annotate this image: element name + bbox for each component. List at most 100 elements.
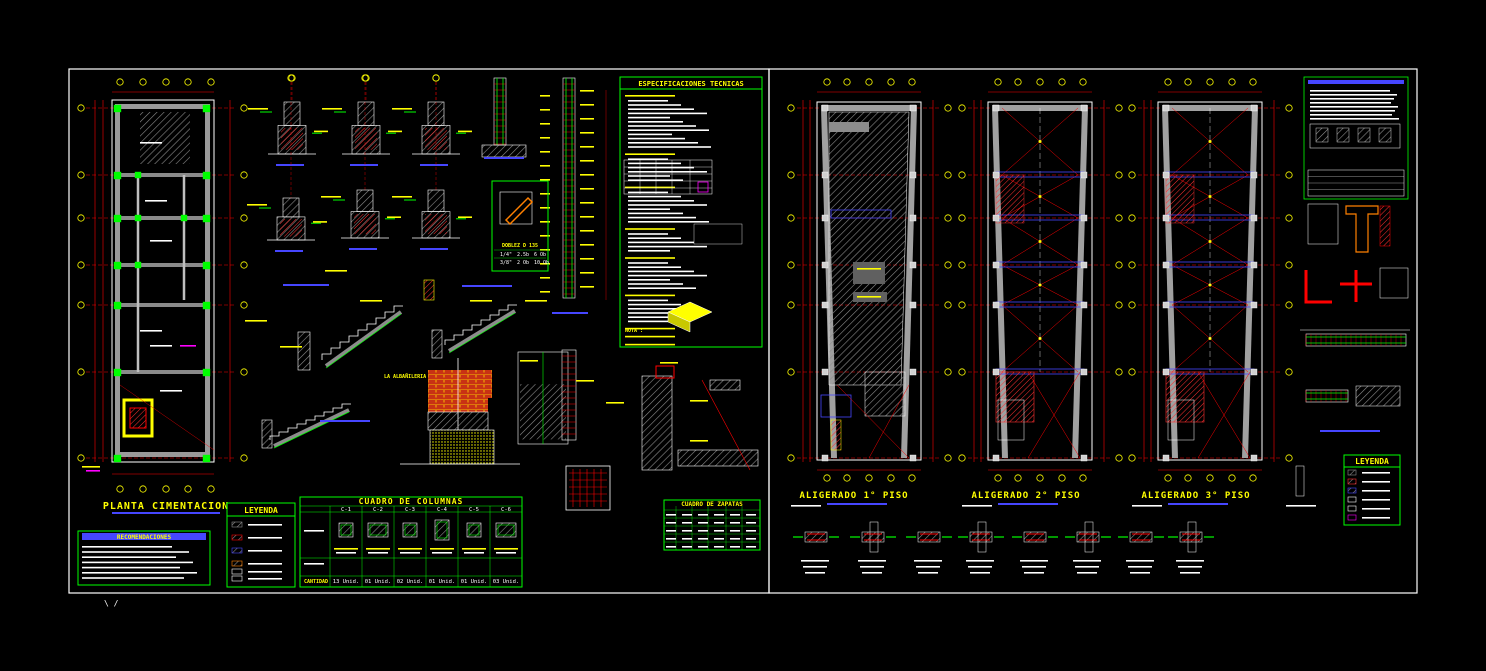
grid-bubble-right bbox=[944, 214, 952, 222]
beam-web bbox=[869, 521, 879, 553]
text-block bbox=[540, 207, 550, 209]
grid-bubble-right bbox=[1115, 214, 1123, 222]
column-spec bbox=[432, 552, 452, 554]
spec-line bbox=[628, 241, 694, 244]
grid-bubble-right bbox=[1115, 261, 1123, 269]
spec-line bbox=[628, 204, 707, 206]
stair-section-3 bbox=[269, 403, 351, 440]
beam-section bbox=[917, 531, 941, 543]
text-block bbox=[962, 505, 992, 507]
spec-line bbox=[628, 125, 696, 127]
column bbox=[821, 214, 829, 222]
text-block bbox=[86, 470, 100, 472]
column-spec bbox=[494, 548, 518, 550]
column bbox=[1162, 454, 1170, 462]
panel-table bbox=[1307, 203, 1339, 245]
text-block bbox=[576, 380, 594, 382]
beam-label bbox=[858, 560, 886, 562]
text-block bbox=[82, 466, 100, 468]
beam-label bbox=[801, 560, 829, 562]
column bbox=[1250, 171, 1258, 179]
text-block bbox=[360, 300, 382, 302]
grid-bubble-right bbox=[944, 454, 952, 462]
grid-bubble-left bbox=[787, 261, 795, 269]
legend-swatch bbox=[231, 560, 243, 567]
rebar-zone bbox=[354, 214, 376, 235]
text-block bbox=[160, 390, 182, 392]
grid-bubble-bottom bbox=[1014, 474, 1022, 482]
detail-panel bbox=[1303, 76, 1409, 200]
footing-base bbox=[481, 144, 527, 158]
grid-bubble-right bbox=[944, 368, 952, 376]
grid-bubble-left bbox=[787, 301, 795, 309]
text-block bbox=[580, 216, 594, 218]
block bbox=[1378, 127, 1392, 143]
stair-hatch bbox=[1165, 371, 1205, 423]
grid-bubble-bottom bbox=[843, 474, 851, 482]
slab-hatch bbox=[828, 111, 910, 386]
beam-section bbox=[1179, 531, 1203, 543]
column bbox=[821, 301, 829, 309]
perimeter-beam bbox=[821, 105, 917, 111]
legend-left: LEYENDA bbox=[226, 502, 296, 588]
columns-table-title: CUADRO DE COLUMNAS bbox=[359, 497, 464, 506]
footing-cell bbox=[666, 522, 676, 524]
masonry-label: LA ALBAÑILERIA bbox=[384, 373, 426, 380]
column bbox=[1162, 368, 1170, 376]
grid-bubble-top bbox=[162, 78, 170, 86]
footing-cell bbox=[714, 530, 724, 532]
legend-swatch bbox=[1347, 514, 1357, 521]
text-block bbox=[690, 440, 708, 442]
grid-bubble-bottom bbox=[207, 485, 215, 493]
spec-heading bbox=[625, 327, 675, 330]
column bbox=[1162, 214, 1170, 222]
detail-title-bar bbox=[420, 164, 448, 166]
recommendation-line bbox=[82, 577, 184, 579]
stair-rebar bbox=[273, 411, 350, 449]
slab-hatch bbox=[864, 371, 906, 417]
foundation-strip bbox=[115, 104, 120, 458]
detail-title-bar bbox=[552, 312, 588, 314]
grid-bubble-right bbox=[1285, 104, 1293, 112]
beam-label bbox=[968, 566, 992, 568]
wall-section bbox=[283, 101, 301, 126]
footing-cell bbox=[698, 514, 708, 516]
text-block bbox=[580, 160, 594, 162]
column-header: C-4 bbox=[437, 507, 448, 513]
grid-bubble-right bbox=[1285, 454, 1293, 462]
column-header: C-6 bbox=[501, 507, 511, 513]
column bbox=[1080, 368, 1088, 376]
grid-bubble-right bbox=[240, 301, 248, 309]
text-block bbox=[525, 300, 547, 302]
slab-outline bbox=[1157, 101, 1263, 461]
slab-tag bbox=[1038, 140, 1042, 143]
grid-bubble-bottom bbox=[1164, 474, 1172, 482]
rebar-zone bbox=[425, 214, 447, 235]
masonry-wall bbox=[484, 370, 492, 398]
column bbox=[1250, 368, 1258, 376]
text-block bbox=[1132, 505, 1162, 507]
beam-label bbox=[1077, 572, 1097, 574]
grid-bubble-top bbox=[887, 78, 895, 86]
grid-bubble-right bbox=[944, 104, 952, 112]
footing-cell bbox=[746, 522, 756, 524]
grid-bubble-left bbox=[1128, 368, 1136, 376]
column bbox=[1250, 454, 1258, 462]
spec-line bbox=[628, 108, 694, 110]
legend-text bbox=[1362, 499, 1390, 501]
t-joint bbox=[1340, 270, 1372, 302]
beam-label bbox=[970, 572, 990, 574]
void-diagonal bbox=[1197, 371, 1251, 459]
beam-detail bbox=[1355, 385, 1401, 407]
panel-line bbox=[1310, 94, 1397, 96]
wall-section bbox=[357, 101, 375, 126]
footing-cell bbox=[698, 522, 708, 524]
grid-bubble-left bbox=[77, 368, 85, 376]
spec-line bbox=[628, 233, 668, 235]
text-block bbox=[150, 240, 172, 242]
text-block bbox=[690, 400, 708, 402]
grid-bubble-left bbox=[958, 171, 966, 179]
detail-panel-title bbox=[1308, 80, 1404, 84]
